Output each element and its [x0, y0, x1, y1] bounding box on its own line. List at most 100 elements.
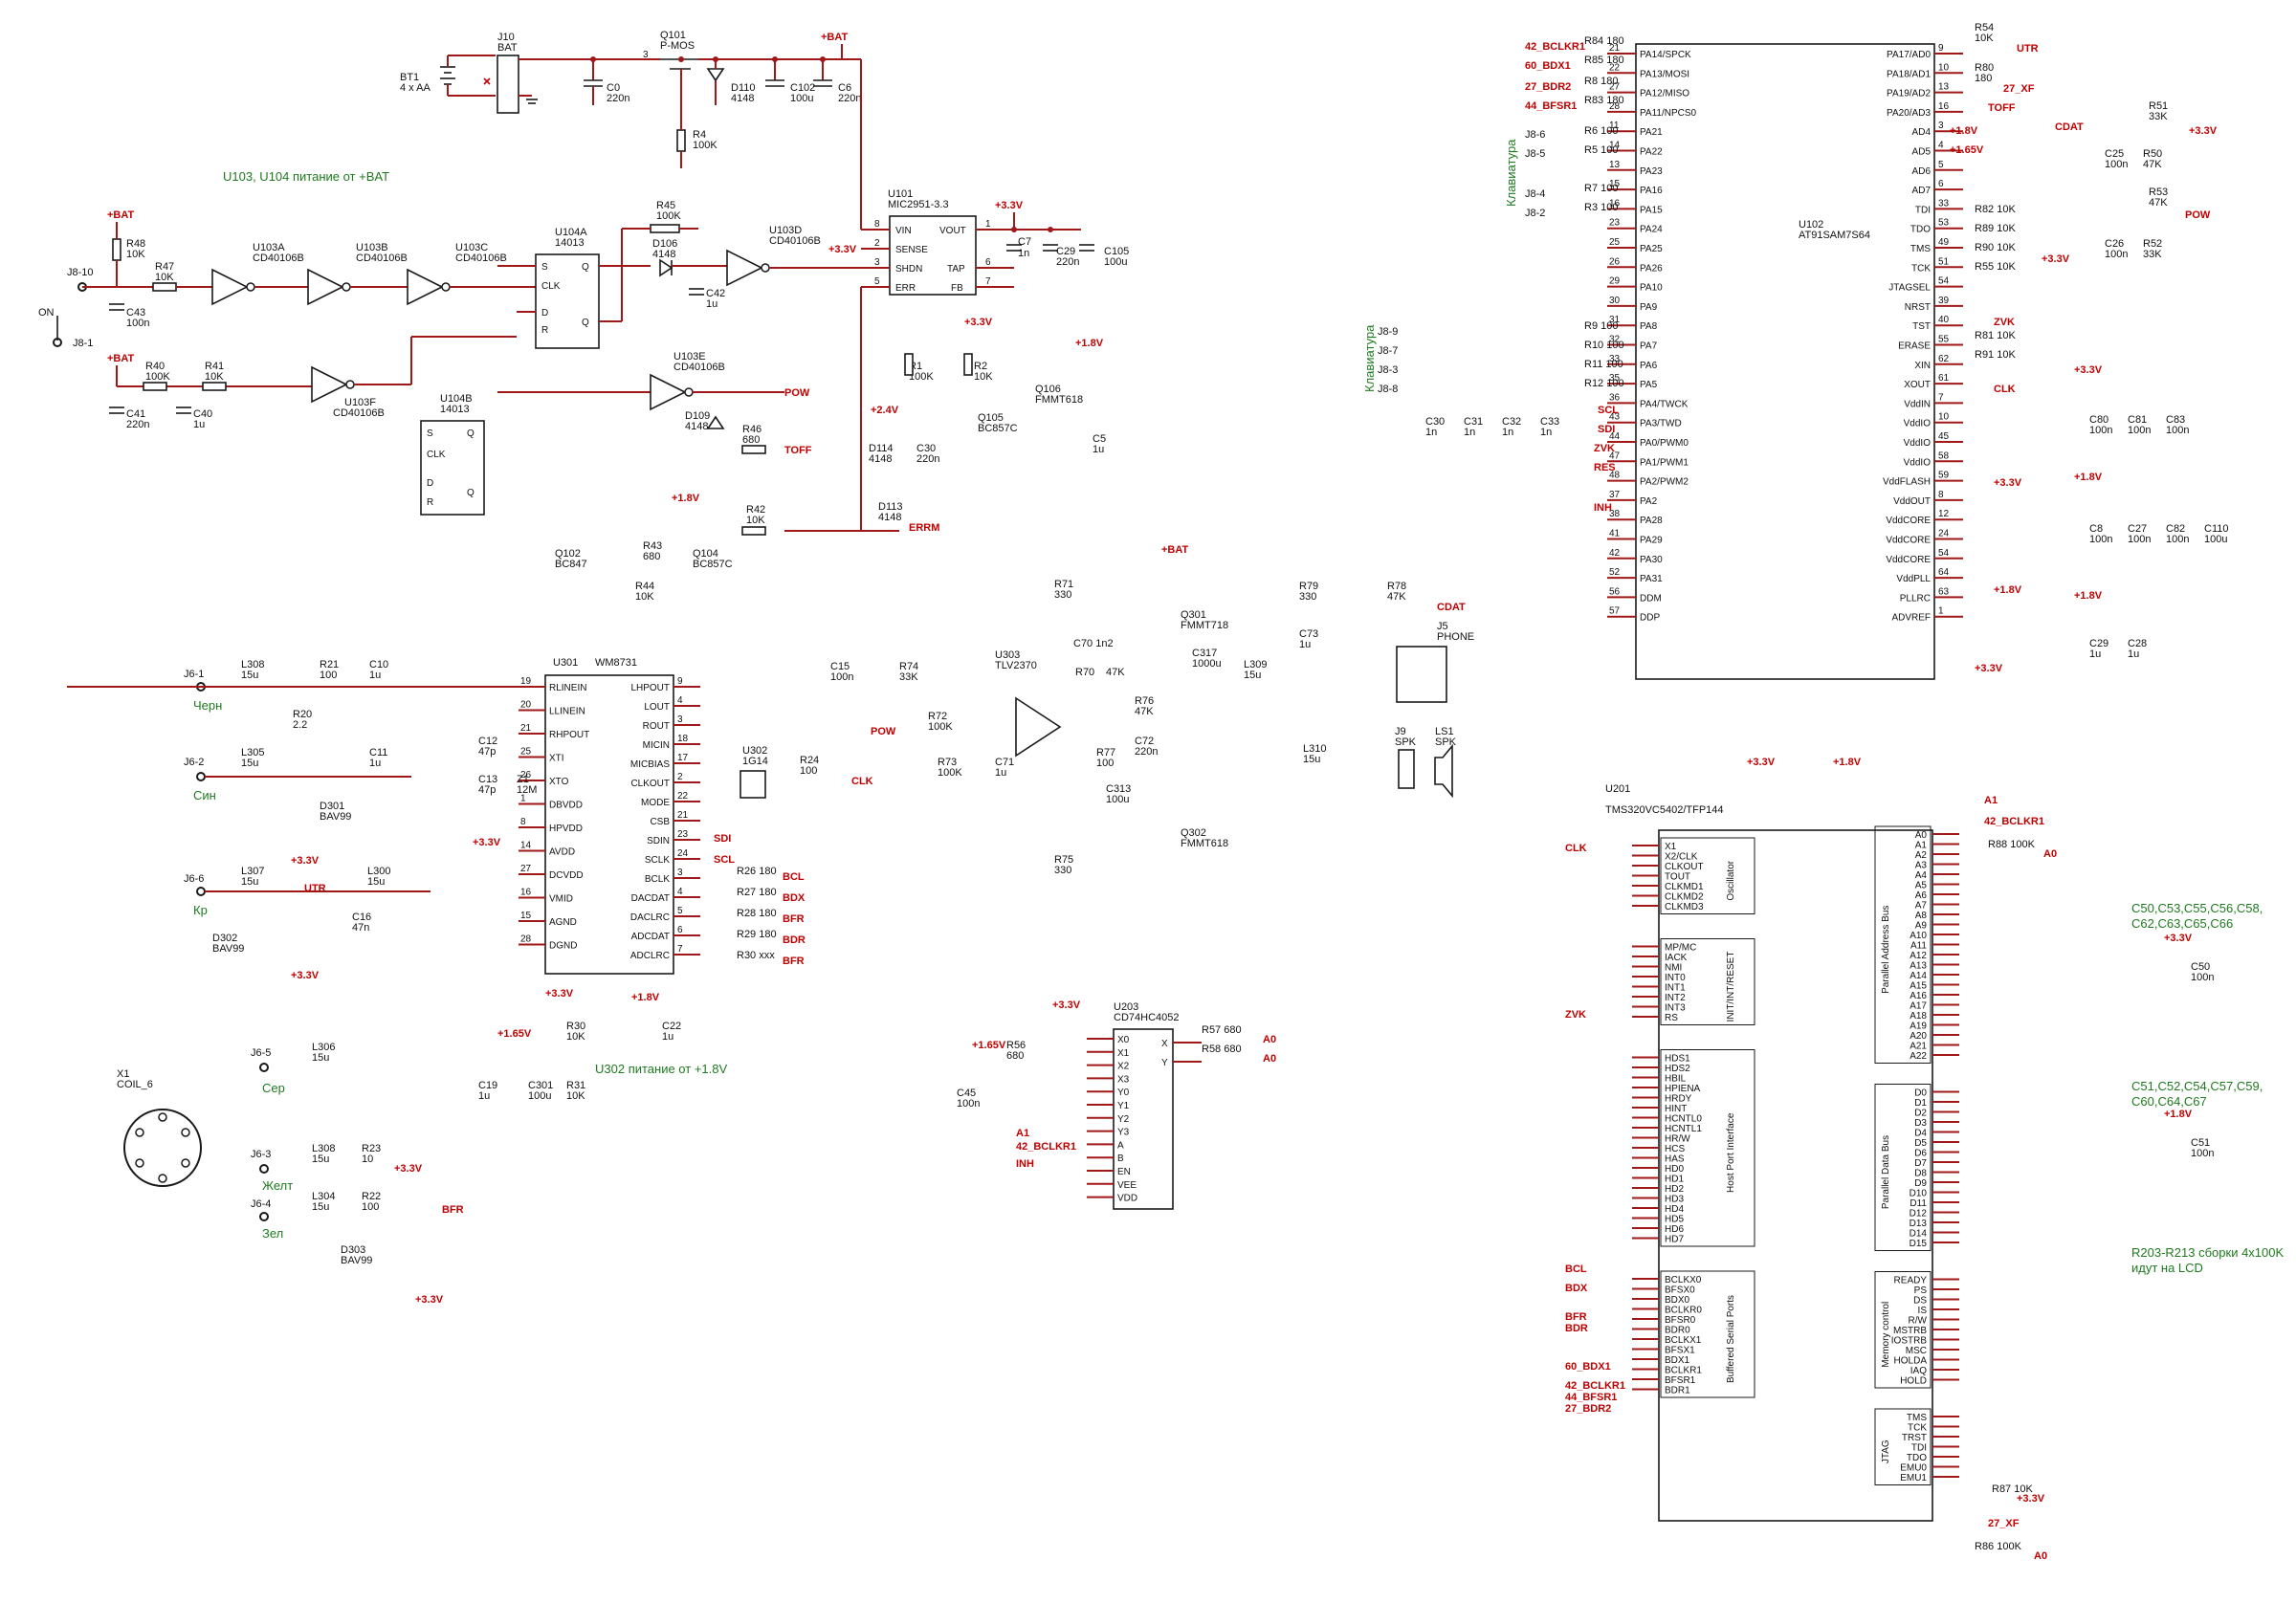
coil-connector	[123, 1109, 202, 1187]
svg-text:47K: 47K	[2149, 197, 2168, 209]
pin-number: 17	[677, 753, 689, 763]
svg-text:C32: C32	[1502, 416, 1521, 428]
svg-text:+3.3V: +3.3V	[2017, 1493, 2045, 1505]
keyboard-label-2: Клавиатура	[1362, 324, 1377, 392]
svg-text:C42: C42	[706, 288, 725, 299]
svg-text:+3.3V: +3.3V	[473, 837, 501, 848]
pin-group-frame	[1874, 1084, 1932, 1251]
svg-text:R48: R48	[126, 238, 145, 250]
pin-name: D9	[1914, 1178, 1927, 1189]
svg-text:1u: 1u	[478, 1090, 490, 1102]
pin-name: MODE	[641, 798, 670, 808]
pin-name: TMS	[1910, 244, 1931, 254]
bt1-label: BT1	[400, 72, 419, 83]
svg-text:R41: R41	[205, 361, 224, 372]
svg-text:J8-8: J8-8	[1378, 384, 1398, 395]
svg-text:POW: POW	[2185, 209, 2211, 221]
svg-text:10K: 10K	[746, 515, 765, 526]
svg-text:1u: 1u	[706, 298, 718, 310]
pin-name: A22	[1910, 1051, 1927, 1062]
pin-name: Y1	[1117, 1101, 1130, 1111]
pin-name: BCLKX1	[1665, 1335, 1702, 1346]
pin-name: HCS	[1665, 1144, 1685, 1154]
pin-number: 20	[520, 700, 532, 711]
right-notes: C50,C53,C55,C56,C58, C62,C63,C65,C66 +3.…	[2131, 901, 2284, 1275]
pin-name: READY	[1894, 1276, 1928, 1286]
note-caps-33-line2: C62,C63,C65,C66	[2131, 916, 2233, 931]
svg-text:+3.3V: +3.3V	[828, 244, 857, 255]
svg-text:4148: 4148	[685, 421, 708, 432]
cable-color-green: Зел	[262, 1226, 283, 1241]
svg-text:U102: U102	[1799, 219, 1823, 231]
u102-mcu: U102 AT91SAM7S64 21PA14/SPCK22PA13/MOSI2…	[1362, 22, 2228, 680]
svg-text:+1.8V: +1.8V	[2074, 472, 2103, 483]
svg-text:CD40106B: CD40106B	[356, 253, 408, 264]
svg-text:27_BDR2: 27_BDR2	[1565, 1403, 1611, 1415]
pin-name: X1	[1117, 1048, 1130, 1059]
pin-name: A12	[1910, 951, 1927, 961]
svg-text:C16: C16	[352, 912, 371, 923]
svg-text:C73: C73	[1299, 628, 1318, 640]
svg-text:+BAT: +BAT	[107, 353, 134, 364]
svg-text:UTR: UTR	[2017, 43, 2039, 55]
svg-text:47n: 47n	[352, 922, 369, 934]
pin-name: D13	[1910, 1219, 1928, 1229]
svg-text:42_BCLKR1: 42_BCLKR1	[1525, 41, 1585, 53]
svg-text:R31: R31	[566, 1080, 585, 1091]
pin-number: 39	[1938, 296, 1950, 306]
svg-text:R72: R72	[928, 711, 947, 722]
net-toff-1: TOFF	[784, 445, 812, 456]
svg-text:60_BDX1: 60_BDX1	[1525, 60, 1571, 72]
pin-name: CLKMD3	[1665, 902, 1704, 912]
svg-text:TMS320VC5402/TFP144: TMS320VC5402/TFP144	[1605, 804, 1724, 816]
svg-text:PHONE: PHONE	[1437, 631, 1474, 643]
pin-group-frame	[1660, 837, 1755, 914]
pin-name: AD4	[1912, 127, 1932, 138]
u301-ref: U301	[553, 657, 578, 669]
svg-text:C8: C8	[2089, 523, 2103, 535]
pin-name: PA25	[1640, 244, 1663, 254]
svg-text:J8-1: J8-1	[73, 338, 93, 349]
note-u103-power: U103, U104 питание от +BAT	[223, 169, 389, 184]
svg-text:SHDN: SHDN	[895, 264, 922, 275]
svg-text:100n: 100n	[2166, 425, 2189, 436]
pin-name: PA20/AD3	[1887, 108, 1931, 119]
pin-name: TDO	[1910, 225, 1931, 235]
svg-text:10K: 10K	[1975, 33, 1994, 44]
pin-number: 27	[1609, 82, 1621, 93]
logic-chain: U103, U104 питание от +BAT J8-10 ON J8-1…	[38, 169, 861, 516]
pin-number: 16	[520, 888, 532, 898]
pin-name: DBVDD	[549, 801, 583, 811]
pin-name: X2/CLK	[1665, 852, 1698, 863]
svg-text:D110: D110	[731, 82, 755, 94]
svg-text:8: 8	[874, 219, 880, 230]
pin-number: 28	[520, 934, 532, 945]
svg-text:RES: RES	[1594, 462, 1616, 473]
svg-text:R55 10K: R55 10K	[1975, 261, 2016, 273]
pin-name: X1	[1665, 842, 1677, 852]
svg-text:100n: 100n	[2089, 425, 2112, 436]
pin-number: 44	[1609, 431, 1621, 442]
svg-text:CD74HC4052: CD74HC4052	[1114, 1012, 1179, 1023]
svg-text:100: 100	[362, 1201, 379, 1213]
svg-text:180: 180	[1975, 73, 1992, 84]
svg-text:14013: 14013	[555, 237, 585, 249]
svg-text:4148: 4148	[652, 249, 675, 260]
pin-name: A8	[1915, 911, 1928, 921]
pin-number: 15	[1609, 179, 1621, 189]
svg-text:C13: C13	[478, 774, 497, 785]
svg-text:R: R	[427, 497, 433, 508]
pin-number: 3	[677, 868, 683, 878]
svg-text:C31: C31	[1464, 416, 1483, 428]
svg-text:AT91SAM7S64: AT91SAM7S64	[1799, 230, 1870, 241]
pin-name: Y0	[1117, 1088, 1130, 1098]
svg-text:1n: 1n	[1464, 427, 1475, 438]
svg-text:C25: C25	[2105, 148, 2124, 160]
pin-number: 24	[1938, 529, 1950, 539]
keyboard-label-1: Клавиатура	[1504, 139, 1518, 207]
svg-text:C6: C6	[838, 82, 851, 94]
pin-name: A4	[1915, 870, 1928, 881]
svg-text:Q105: Q105	[978, 412, 1004, 424]
svg-text:VIN: VIN	[895, 226, 912, 236]
